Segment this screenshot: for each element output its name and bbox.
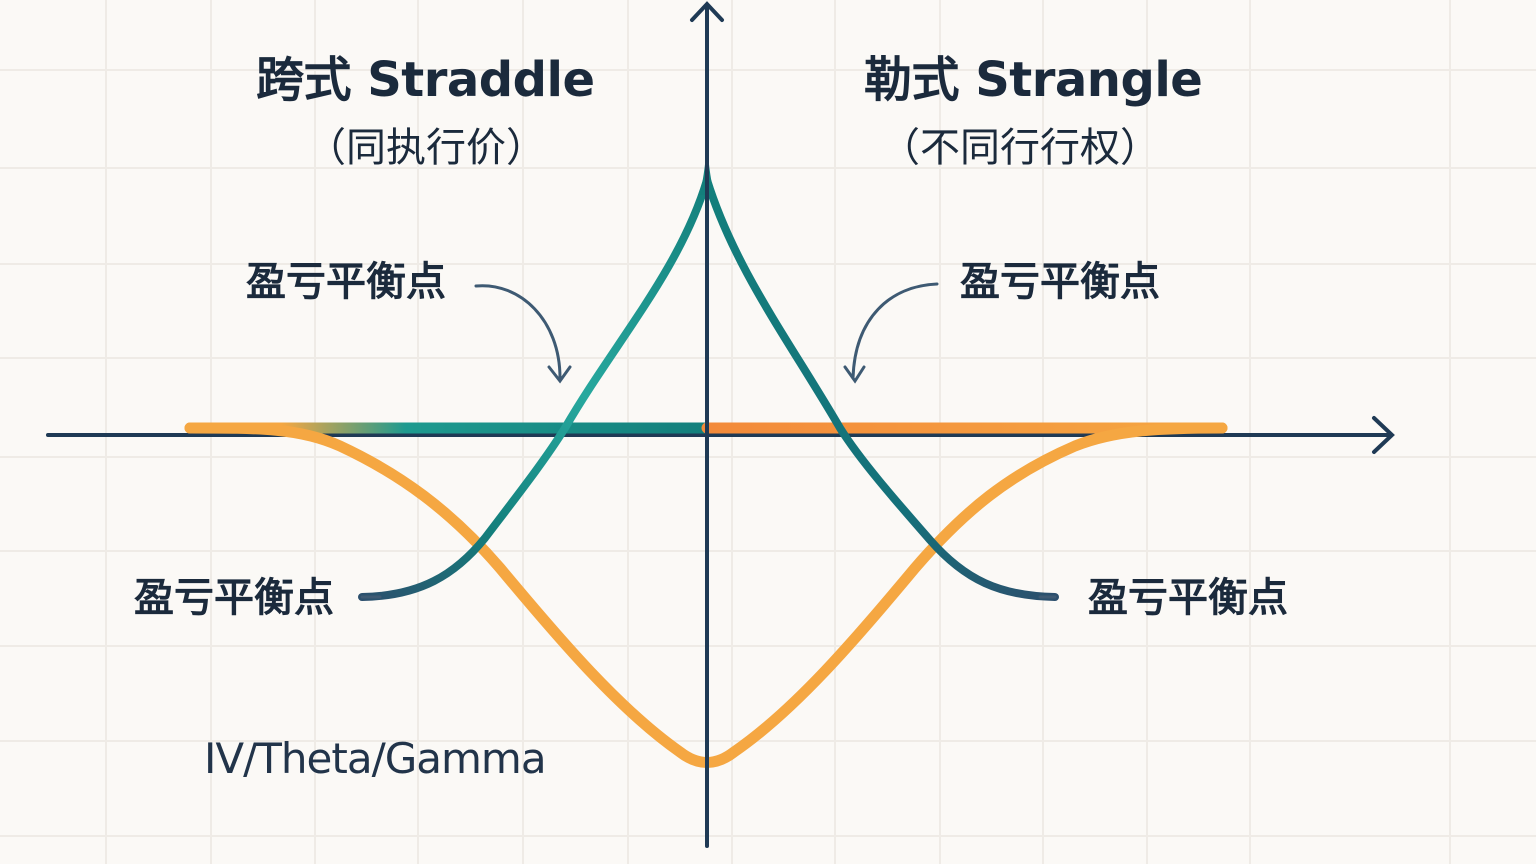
breakeven-label-upper-left: 盈亏平衡点 [246, 259, 446, 305]
subtitle-strangle: （不同行行权） [880, 125, 1160, 171]
pointer-upper-left-icon [474, 284, 562, 380]
pointer-upper-right-icon [851, 282, 939, 380]
breakeven-label-lower-right: 盈亏平衡点 [1088, 575, 1288, 621]
subtitle-straddle: （同执行价） [306, 125, 546, 171]
title-straddle: 跨式 Straddle [256, 52, 595, 108]
teal-curve-left [358, 176, 711, 601]
breakeven-label-lower-left: 盈亏平衡点 [134, 575, 334, 621]
title-strangle: 勒式 Strangle [864, 52, 1203, 108]
y-axis-arrow-icon [690, 1, 724, 22]
pointers [360, 282, 1057, 599]
x-axis-arrow-icon [1372, 416, 1395, 454]
greeks-label: IV/Theta/Gamma [204, 734, 547, 783]
y-axis [690, 1, 724, 848]
pointer-upper-left-arrowhead-icon [547, 365, 572, 384]
breakeven-label-upper-right: 盈亏平衡点 [960, 259, 1160, 305]
teal-curve-right [703, 176, 1059, 601]
pointer-upper-right-arrowhead-icon [843, 365, 866, 384]
